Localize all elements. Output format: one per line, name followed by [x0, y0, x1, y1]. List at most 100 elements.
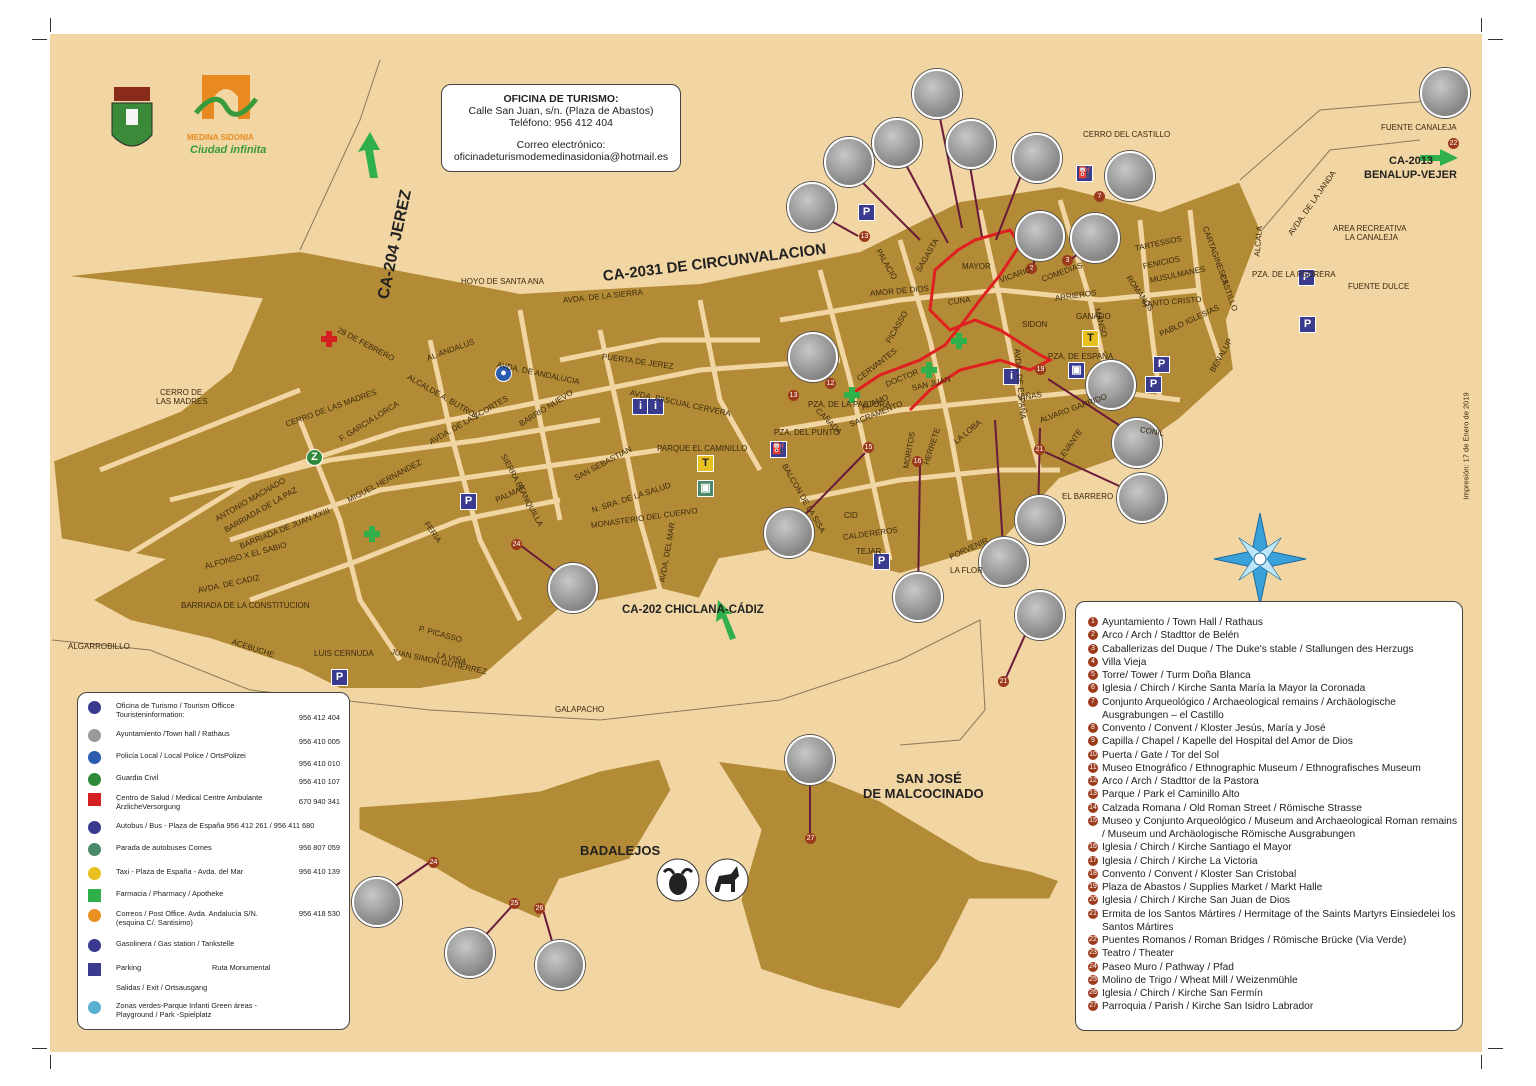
gas-station-icon[interactable]: ⛽ — [770, 441, 787, 458]
parking-icon[interactable]: P — [1298, 269, 1315, 286]
photo-caballerizas[interactable] — [1070, 213, 1120, 263]
sight-number-badge: 24 — [1088, 961, 1098, 972]
office-email[interactable]: oficinadeturismodemedinasidonia@hotmail.… — [453, 151, 669, 163]
photo-paseo-muro-badalejos[interactable] — [352, 877, 402, 927]
tourism-office-icon[interactable]: i — [647, 398, 664, 415]
photo-capilla-amor-de-dios[interactable] — [824, 137, 874, 187]
map-number-badge[interactable]: 13 — [859, 231, 870, 242]
parking-icon[interactable]: P — [873, 553, 890, 570]
guardia-civil-icon[interactable]: Z — [306, 449, 323, 466]
map-number-badge[interactable]: 27 — [805, 833, 816, 844]
parking-icon[interactable]: P — [1145, 376, 1162, 393]
photo-arco-belen[interactable] — [1015, 211, 1065, 261]
gas-station-icon[interactable]: ⛽ — [1076, 165, 1093, 182]
map-number-badge[interactable]: 7 — [1094, 191, 1105, 202]
sight-label: Iglesia / Chirch / Kirche Santiago el Ma… — [1102, 842, 1292, 854]
photo-iglesia-victoria[interactable] — [979, 537, 1029, 587]
map-number-badge[interactable]: 25 — [509, 898, 520, 909]
taxi-icon[interactable]: T — [697, 455, 714, 472]
map-number-badge[interactable]: 16 — [912, 456, 923, 467]
bus-icon[interactable]: ▣ — [1068, 362, 1085, 379]
photo-molino-de-trigo[interactable] — [445, 928, 495, 978]
photo-puentes-romanos[interactable] — [1420, 68, 1470, 118]
sight-number-badge: 10 — [1088, 749, 1098, 760]
photo-ermita-santos-martires[interactable] — [1015, 590, 1065, 640]
map-number-badge[interactable]: 24 — [428, 857, 439, 868]
tourism-office-icon[interactable]: i — [1003, 368, 1020, 385]
map-number-badge[interactable]: 3 — [1062, 255, 1073, 266]
map-number-badge[interactable]: 13 — [788, 390, 799, 401]
bus-stop-icon[interactable]: ▣ — [697, 480, 714, 497]
parking-icon[interactable]: P — [1299, 316, 1316, 333]
photo-teatro[interactable] — [1117, 473, 1167, 523]
map-number-badge[interactable]: 21 — [1034, 444, 1045, 455]
photo-conjunto-arqueologico[interactable] — [1105, 151, 1155, 201]
parking-icon[interactable]: P — [858, 204, 875, 221]
photo-convento-jesus-maria[interactable] — [872, 118, 922, 168]
map-number-badge[interactable]: 22 — [1448, 138, 1459, 149]
sight-label: Calzada Romana / Old Roman Street / Römi… — [1102, 802, 1362, 814]
photo-arco-pastora[interactable] — [788, 332, 838, 382]
sight-label: Conjunto Arqueológico / Archaeological r… — [1102, 696, 1396, 721]
photo-iglesia-san-juan-de-dios[interactable] — [1015, 495, 1065, 545]
parking-icon[interactable]: P — [460, 493, 477, 510]
parking-icon[interactable]: P — [331, 669, 348, 686]
photo-villa-vieja[interactable] — [946, 119, 996, 169]
photo-parroquia-san-isidro[interactable] — [785, 735, 835, 785]
pharmacy-cross-icon[interactable] — [364, 526, 380, 542]
map-number-badge[interactable]: 26 — [534, 903, 545, 914]
parking-icon[interactable]: P — [1153, 356, 1170, 373]
sight-label: Ayuntamiento / Town Hall / Rathaus — [1102, 617, 1264, 628]
medical-cross-icon[interactable] — [321, 331, 337, 347]
photo-ayuntamiento[interactable] — [1086, 360, 1136, 410]
photo-iglesia-santa-maria[interactable] — [912, 69, 962, 119]
office-email-label: Correo electrónico: — [516, 139, 606, 151]
photo-paseo-muro[interactable] — [548, 563, 598, 613]
pharmacy-cross-icon[interactable] — [844, 387, 860, 403]
map-number-badge[interactable]: 24 — [511, 539, 522, 550]
photo-iglesia-santiago[interactable] — [893, 572, 943, 622]
photo-torre-dona-blanca[interactable] — [1012, 133, 1062, 183]
map-number-badge[interactable]: 21 — [998, 676, 1009, 687]
taxi-icon[interactable]: T — [1082, 330, 1099, 347]
photo-plaza-abastos[interactable] — [1112, 418, 1162, 468]
map-number-badge[interactable]: 19 — [1035, 364, 1046, 375]
pharmacy-cross-icon[interactable] — [921, 362, 937, 378]
map-number-badge[interactable]: 15 — [863, 442, 874, 453]
photo-calzada-romana[interactable] — [764, 508, 814, 558]
photo-iglesia-san-fermin[interactable] — [535, 940, 585, 990]
police-icon[interactable]: ● — [495, 365, 512, 382]
pharmacy-cross-icon[interactable] — [951, 333, 967, 349]
photo-parque[interactable] — [787, 182, 837, 232]
map-number-badge[interactable]: 2 — [1026, 263, 1037, 274]
map-number-badge[interactable]: 12 — [825, 378, 836, 389]
